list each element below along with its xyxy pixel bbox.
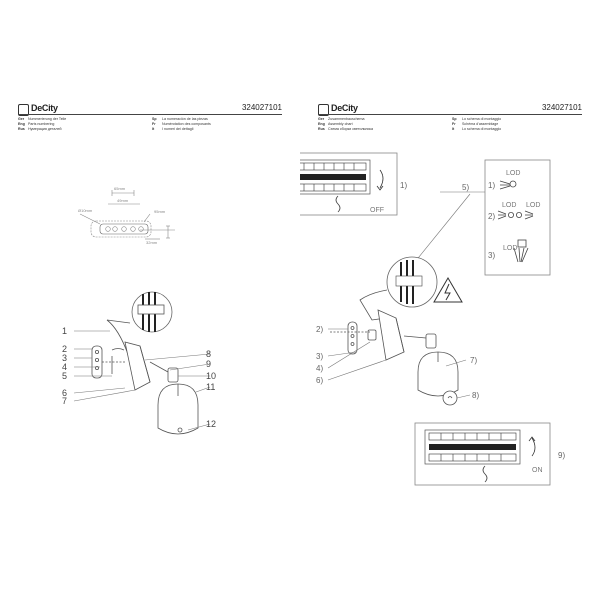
exploded-lamp-drawing [91,291,199,435]
brand-logo-mark-icon [18,104,29,116]
dimension-label: 49mm [117,198,129,203]
step-number: 5) [462,183,469,192]
dimension-label: 95mm [154,209,166,214]
dimension-label: Ø10mm [78,208,93,213]
dimension-label: 65mm [114,186,126,191]
brand-name: DeCity [331,103,358,113]
step-number: 8) [472,391,479,400]
header-divider [18,114,282,115]
step-number: 1) [400,181,407,190]
part-number: 6 [62,388,67,398]
brand-logo: DeCity [318,103,378,117]
switch-on-label: ON [532,467,543,474]
part-number: 5 [62,371,67,381]
parts-diagram: 65mm 49mm Ø10mm 95mm 32mm [62,186,216,435]
header-divider [318,114,582,115]
part-number: 8 [206,349,211,359]
switch-off-panel [300,152,398,216]
wiring-step-number: 1) [488,181,495,190]
callout-leaders [73,330,211,431]
part-number: 3 [62,353,67,363]
brand-logo-mark-icon [318,104,329,116]
step-number: 2) [316,325,323,334]
part-number: 10 [206,371,216,381]
brand-logo: DeCity [18,103,78,117]
part-number: 9 [206,359,211,369]
lamp-assembly-drawing [330,289,459,406]
callout-leaders [327,328,471,399]
wiring-tag: LOD [502,202,516,209]
switch-on-panel [414,422,551,486]
assembly-diagram: 1) OFF 5) 1) LOD 2) LOD LOD 3) LOD [300,152,565,486]
part-number: 4 [62,362,67,372]
product-code: 324027101 [241,103,282,112]
step-number: 7) [470,356,477,365]
part-number: 2 [62,344,67,354]
switch-off-label: OFF [370,207,384,214]
wiring-tag: LOD [526,202,540,209]
part-number: 11 [206,382,215,392]
brand-name: DeCity [31,103,58,113]
step-number: 6) [316,376,323,385]
step-number: 9) [558,451,565,460]
wiring-step-number: 3) [488,251,495,260]
electrical-warning-icon [433,277,463,303]
step-number: 4) [316,364,323,373]
leader-line [409,193,471,269]
wiring-tag: LOD [503,245,517,252]
wiring-connection-panel [440,159,551,276]
part-number: 7 [62,396,67,406]
step-number: 3) [316,352,323,361]
mounting-plate-drawing [79,190,175,240]
wiring-tag: LOD [506,170,520,177]
part-number: 1 [62,326,67,336]
wire-zoom-circle [386,256,438,308]
wiring-step-number: 2) [488,212,495,221]
dimension-label: 32mm [146,240,158,245]
product-code: 324027101 [541,103,582,112]
part-number: 12 [206,419,216,429]
